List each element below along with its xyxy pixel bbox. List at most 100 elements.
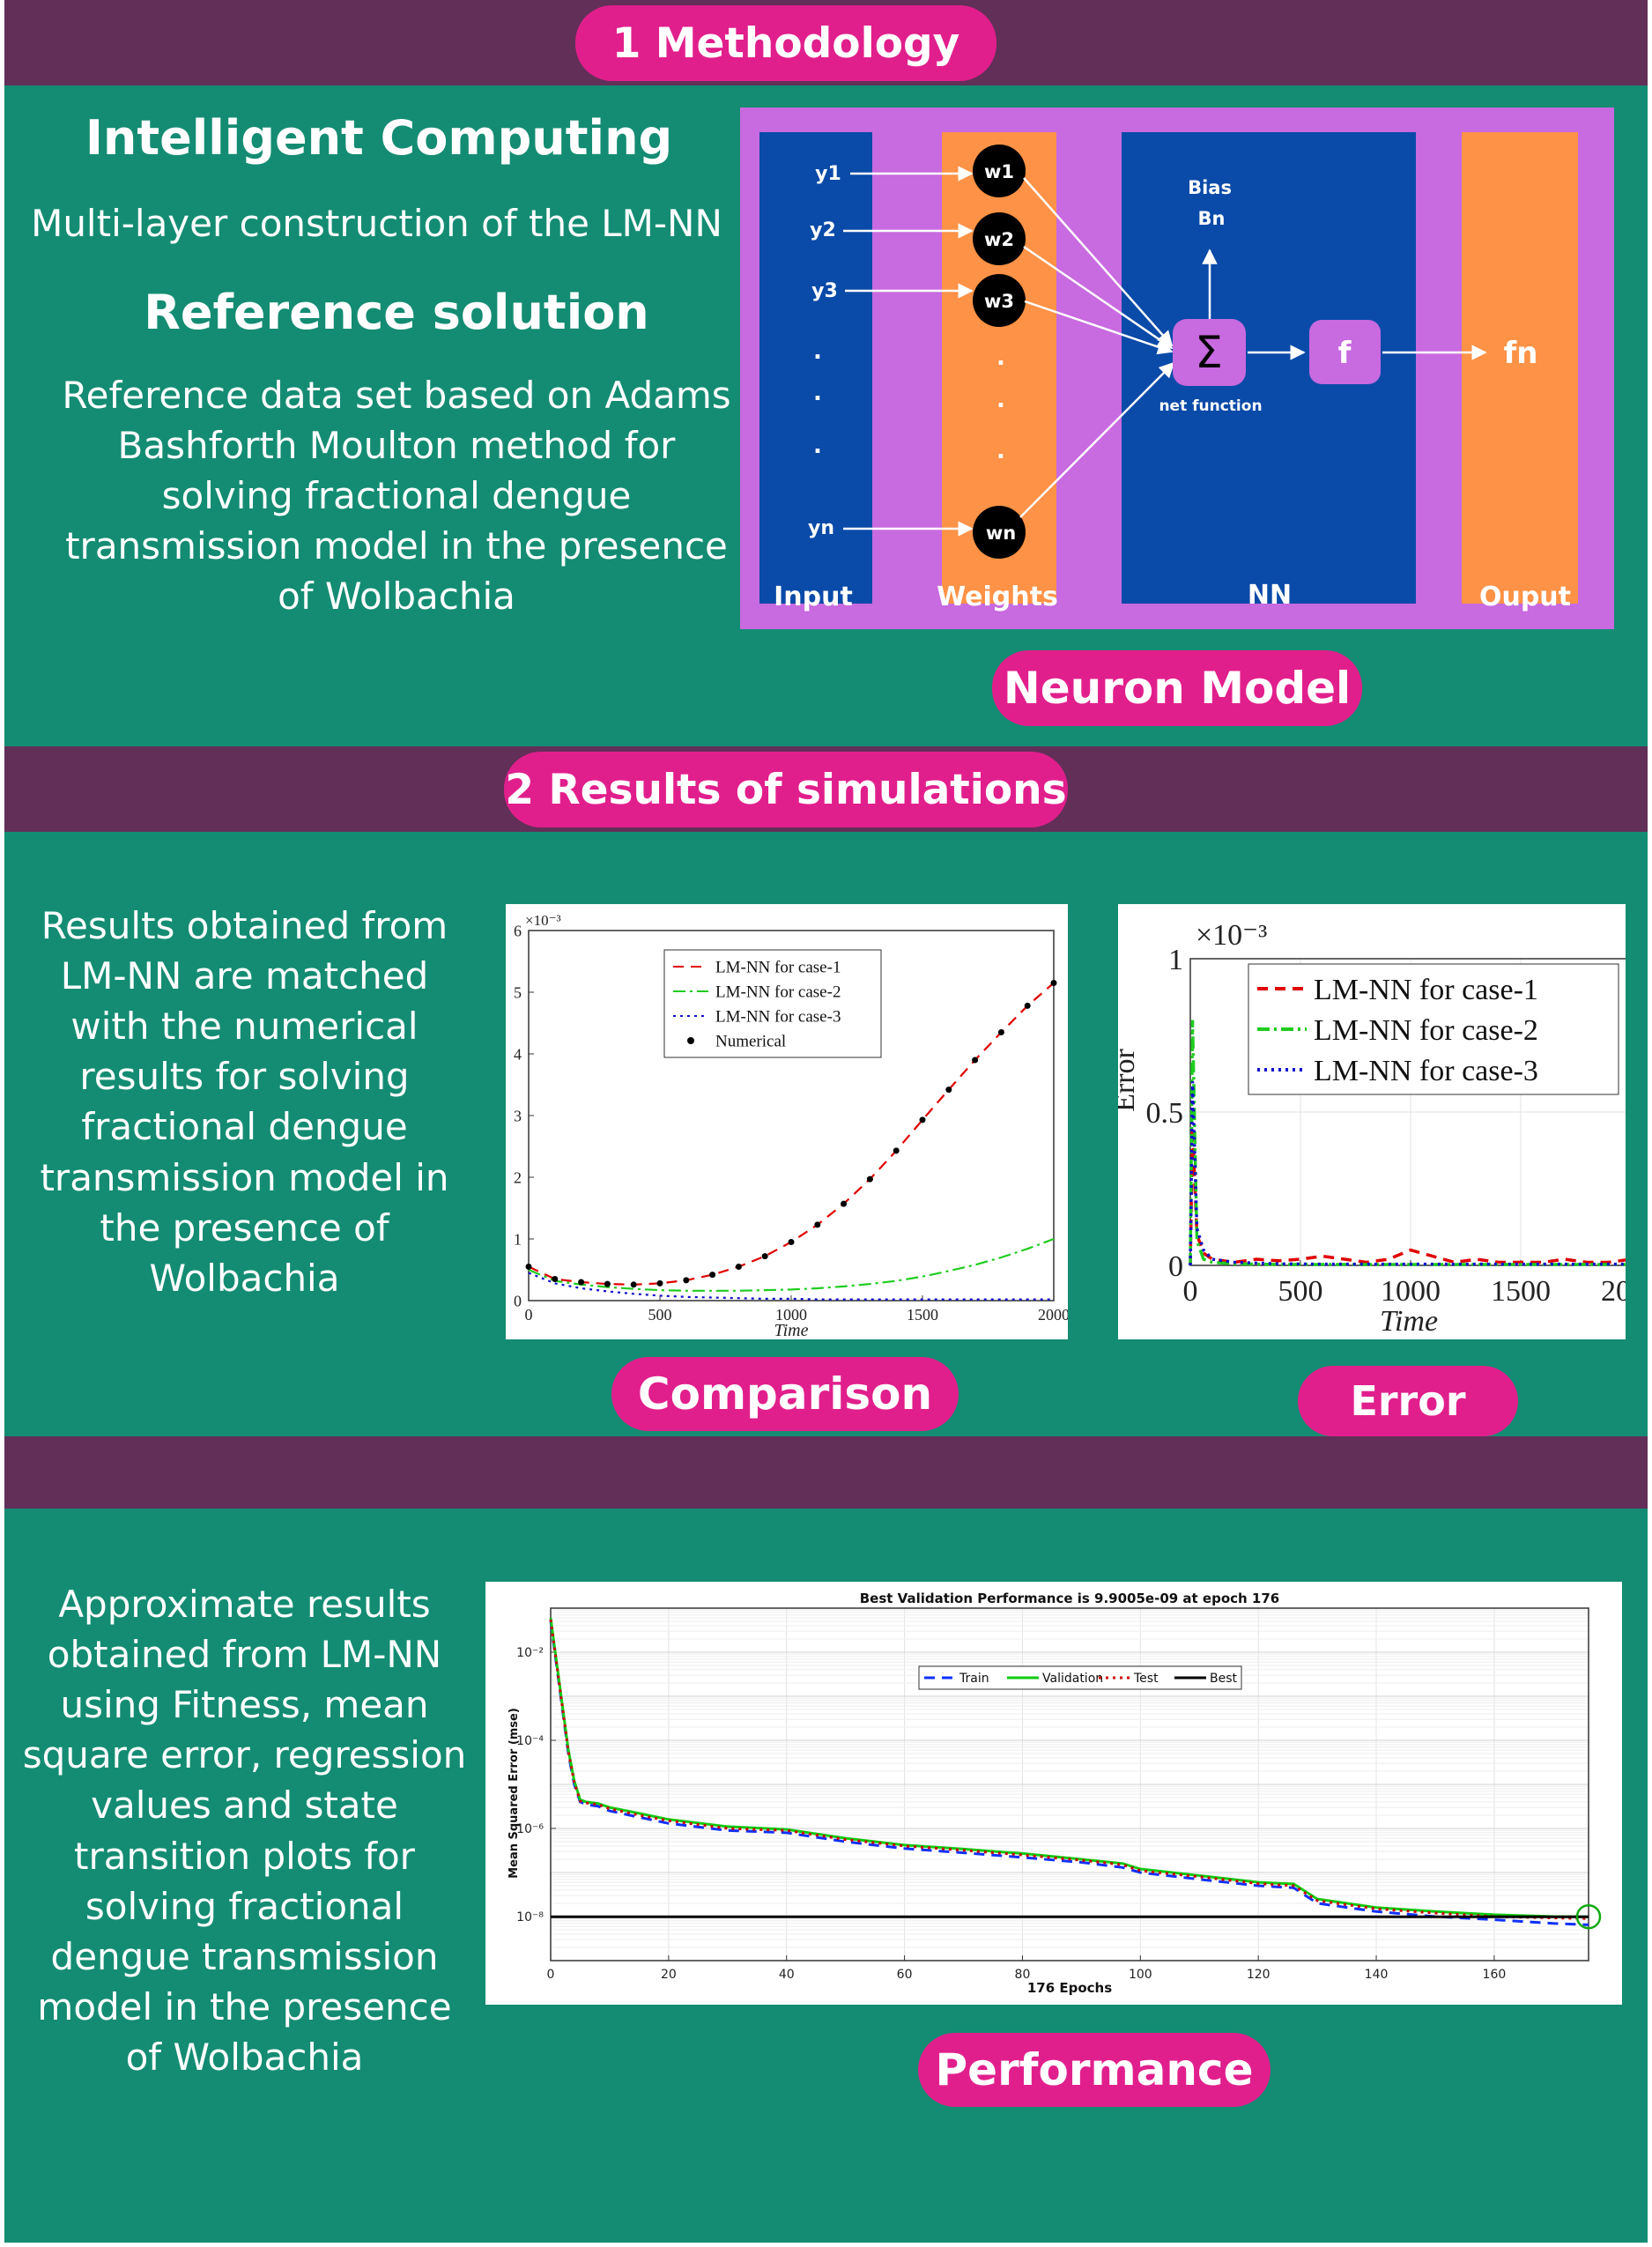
input-column-label: Input — [774, 582, 853, 612]
y-tick-label: 10⁻⁸ — [516, 1910, 544, 1924]
chart-title: Best Validation Performance is 9.9005e-0… — [860, 1591, 1280, 1606]
x-axis-title: Time — [774, 1321, 809, 1339]
series-line-test — [549, 1619, 1589, 1920]
input-y3: y3 — [811, 280, 838, 302]
x-axis-title: Time — [1380, 1305, 1438, 1338]
y-tick-label: 4 — [514, 1045, 522, 1063]
bias-symbol: Bn — [1198, 208, 1226, 229]
legend-box — [663, 949, 882, 1058]
y-tick-label: 3 — [514, 1107, 522, 1124]
intelligent-computing-heading: Intelligent Computing — [85, 110, 673, 166]
y-tick-label: 5 — [514, 983, 522, 1001]
input-y1: y1 — [815, 163, 841, 185]
data-point-numerical — [604, 1280, 611, 1287]
x-tick-label: 0 — [525, 1306, 533, 1324]
weight-w2: w2 — [984, 229, 1014, 250]
activation-node — [1309, 320, 1381, 384]
legend-label: LM-NN for case-1 — [715, 959, 841, 977]
methodology-pill: 1 Methodology — [575, 5, 996, 81]
legend-label: LM-NN for case-2 — [715, 983, 841, 1002]
data-point-numerical — [919, 1116, 926, 1124]
data-point-numerical — [997, 1029, 1004, 1035]
results-pill: 2 Results of simulations — [504, 752, 1068, 827]
y-tick-label: 6 — [514, 922, 522, 939]
weight-wn: wn — [986, 523, 1016, 544]
data-point-numerical — [866, 1175, 873, 1183]
nn-column-label: NN — [1248, 580, 1292, 611]
data-point-numerical — [683, 1277, 690, 1284]
y-tick-label: 1 — [1168, 944, 1183, 976]
best-epoch-marker — [1575, 1903, 1602, 1930]
weight-dot-1: . — [996, 345, 1005, 371]
x-axis-title: 176 Epochs — [1027, 1980, 1112, 1996]
arrow-w3-sum — [1024, 300, 1174, 355]
comparison-pill: Comparison — [611, 1357, 959, 1431]
arrow-w1-sum — [1023, 177, 1174, 347]
data-point-numerical — [1024, 1002, 1031, 1009]
y-axis-title: Error — [1118, 1048, 1141, 1111]
weight-node-w1 — [973, 145, 1026, 197]
weight-node-wn — [973, 506, 1026, 559]
x-tick-label: 20 — [661, 1968, 677, 1982]
error-pill: Error — [1298, 1366, 1518, 1436]
net-function-label: net function — [1159, 397, 1262, 415]
legend-label: Best — [1210, 1672, 1238, 1686]
input-dot-1: . — [813, 338, 822, 365]
x-tick-label: 1000 — [1381, 1275, 1441, 1308]
legend-label: Train — [959, 1672, 989, 1686]
data-point-numerical — [578, 1279, 585, 1286]
y-tick-label: 10⁻⁴ — [516, 1734, 544, 1748]
performance-description: Approximate results obtained from LM-NN … — [22, 1583, 467, 2079]
data-point-numerical — [945, 1086, 952, 1094]
data-point-numerical — [709, 1272, 716, 1279]
arrow-w2-sum — [1023, 245, 1174, 350]
x-tick-label: 80 — [1015, 1968, 1031, 1982]
legend-label: Numerical — [715, 1033, 786, 1051]
legend-label: Test — [1133, 1672, 1159, 1686]
weight-dot-3: . — [996, 438, 1005, 464]
data-point-numerical — [814, 1221, 821, 1228]
data-point-numerical — [656, 1279, 663, 1287]
input-column — [759, 132, 872, 604]
lmnn-subtitle: Multi-layer construction of the LM-NN — [31, 202, 722, 245]
sum-node — [1173, 319, 1246, 386]
weight-w1: w1 — [984, 161, 1014, 182]
data-point-numerical — [1050, 980, 1057, 986]
data-point-numerical — [893, 1147, 900, 1154]
x-tick-label: 1500 — [1491, 1275, 1551, 1308]
sum-symbol: Σ — [1195, 327, 1223, 378]
data-point-numerical — [841, 1200, 848, 1207]
bias-label: Bias — [1188, 177, 1232, 198]
error-figure: 050010001500200000.51×10⁻³TimeErrorLM-NN… — [1108, 904, 1652, 1339]
data-point-numerical — [630, 1281, 637, 1288]
series-line-lm-nn-for-case-2 — [1189, 1020, 1631, 1266]
legend-box — [1248, 963, 1619, 1095]
neuron-diagram: y1 y2 y3 . . . yn w1 w2 w3 . . . wn Bias… — [740, 108, 1614, 629]
y-tick-label: 0.5 — [1146, 1097, 1184, 1130]
data-point-numerical — [972, 1057, 979, 1064]
error-chart: 050010001500200000.51×10⁻³TimeErrorLM-NN… — [1108, 919, 1652, 1338]
y-tick-label: 10⁻² — [516, 1646, 544, 1660]
reference-description: Reference data set based on Adams Bashfo… — [62, 374, 731, 619]
x-tick-label: 0 — [1183, 1275, 1198, 1308]
series-line-lm-nn-for-case-3 — [1189, 1081, 1631, 1266]
x-tick-label: 100 — [1129, 1968, 1152, 1982]
plot-frame — [550, 1607, 1589, 1961]
legend-label: LM-NN for case-3 — [715, 1008, 841, 1027]
y-tick-label: 0 — [514, 1292, 522, 1309]
section3-band — [4, 1436, 1648, 1509]
output-label: fn — [1504, 336, 1538, 371]
x-tick-label: 120 — [1247, 1968, 1270, 1982]
input-yn: yn — [808, 517, 834, 539]
series-line-validation — [549, 1617, 1589, 1918]
input-dot-3: . — [813, 433, 822, 459]
y-tick-label: 10⁻⁶ — [516, 1822, 544, 1836]
input-y2: y2 — [810, 219, 836, 241]
legend-label: LM-NN for case-2 — [1314, 1014, 1538, 1047]
results-description: Results obtained from LM-NN are matched … — [40, 904, 449, 1300]
activation-label: f — [1338, 336, 1352, 371]
x-tick-label: 1500 — [907, 1306, 938, 1324]
